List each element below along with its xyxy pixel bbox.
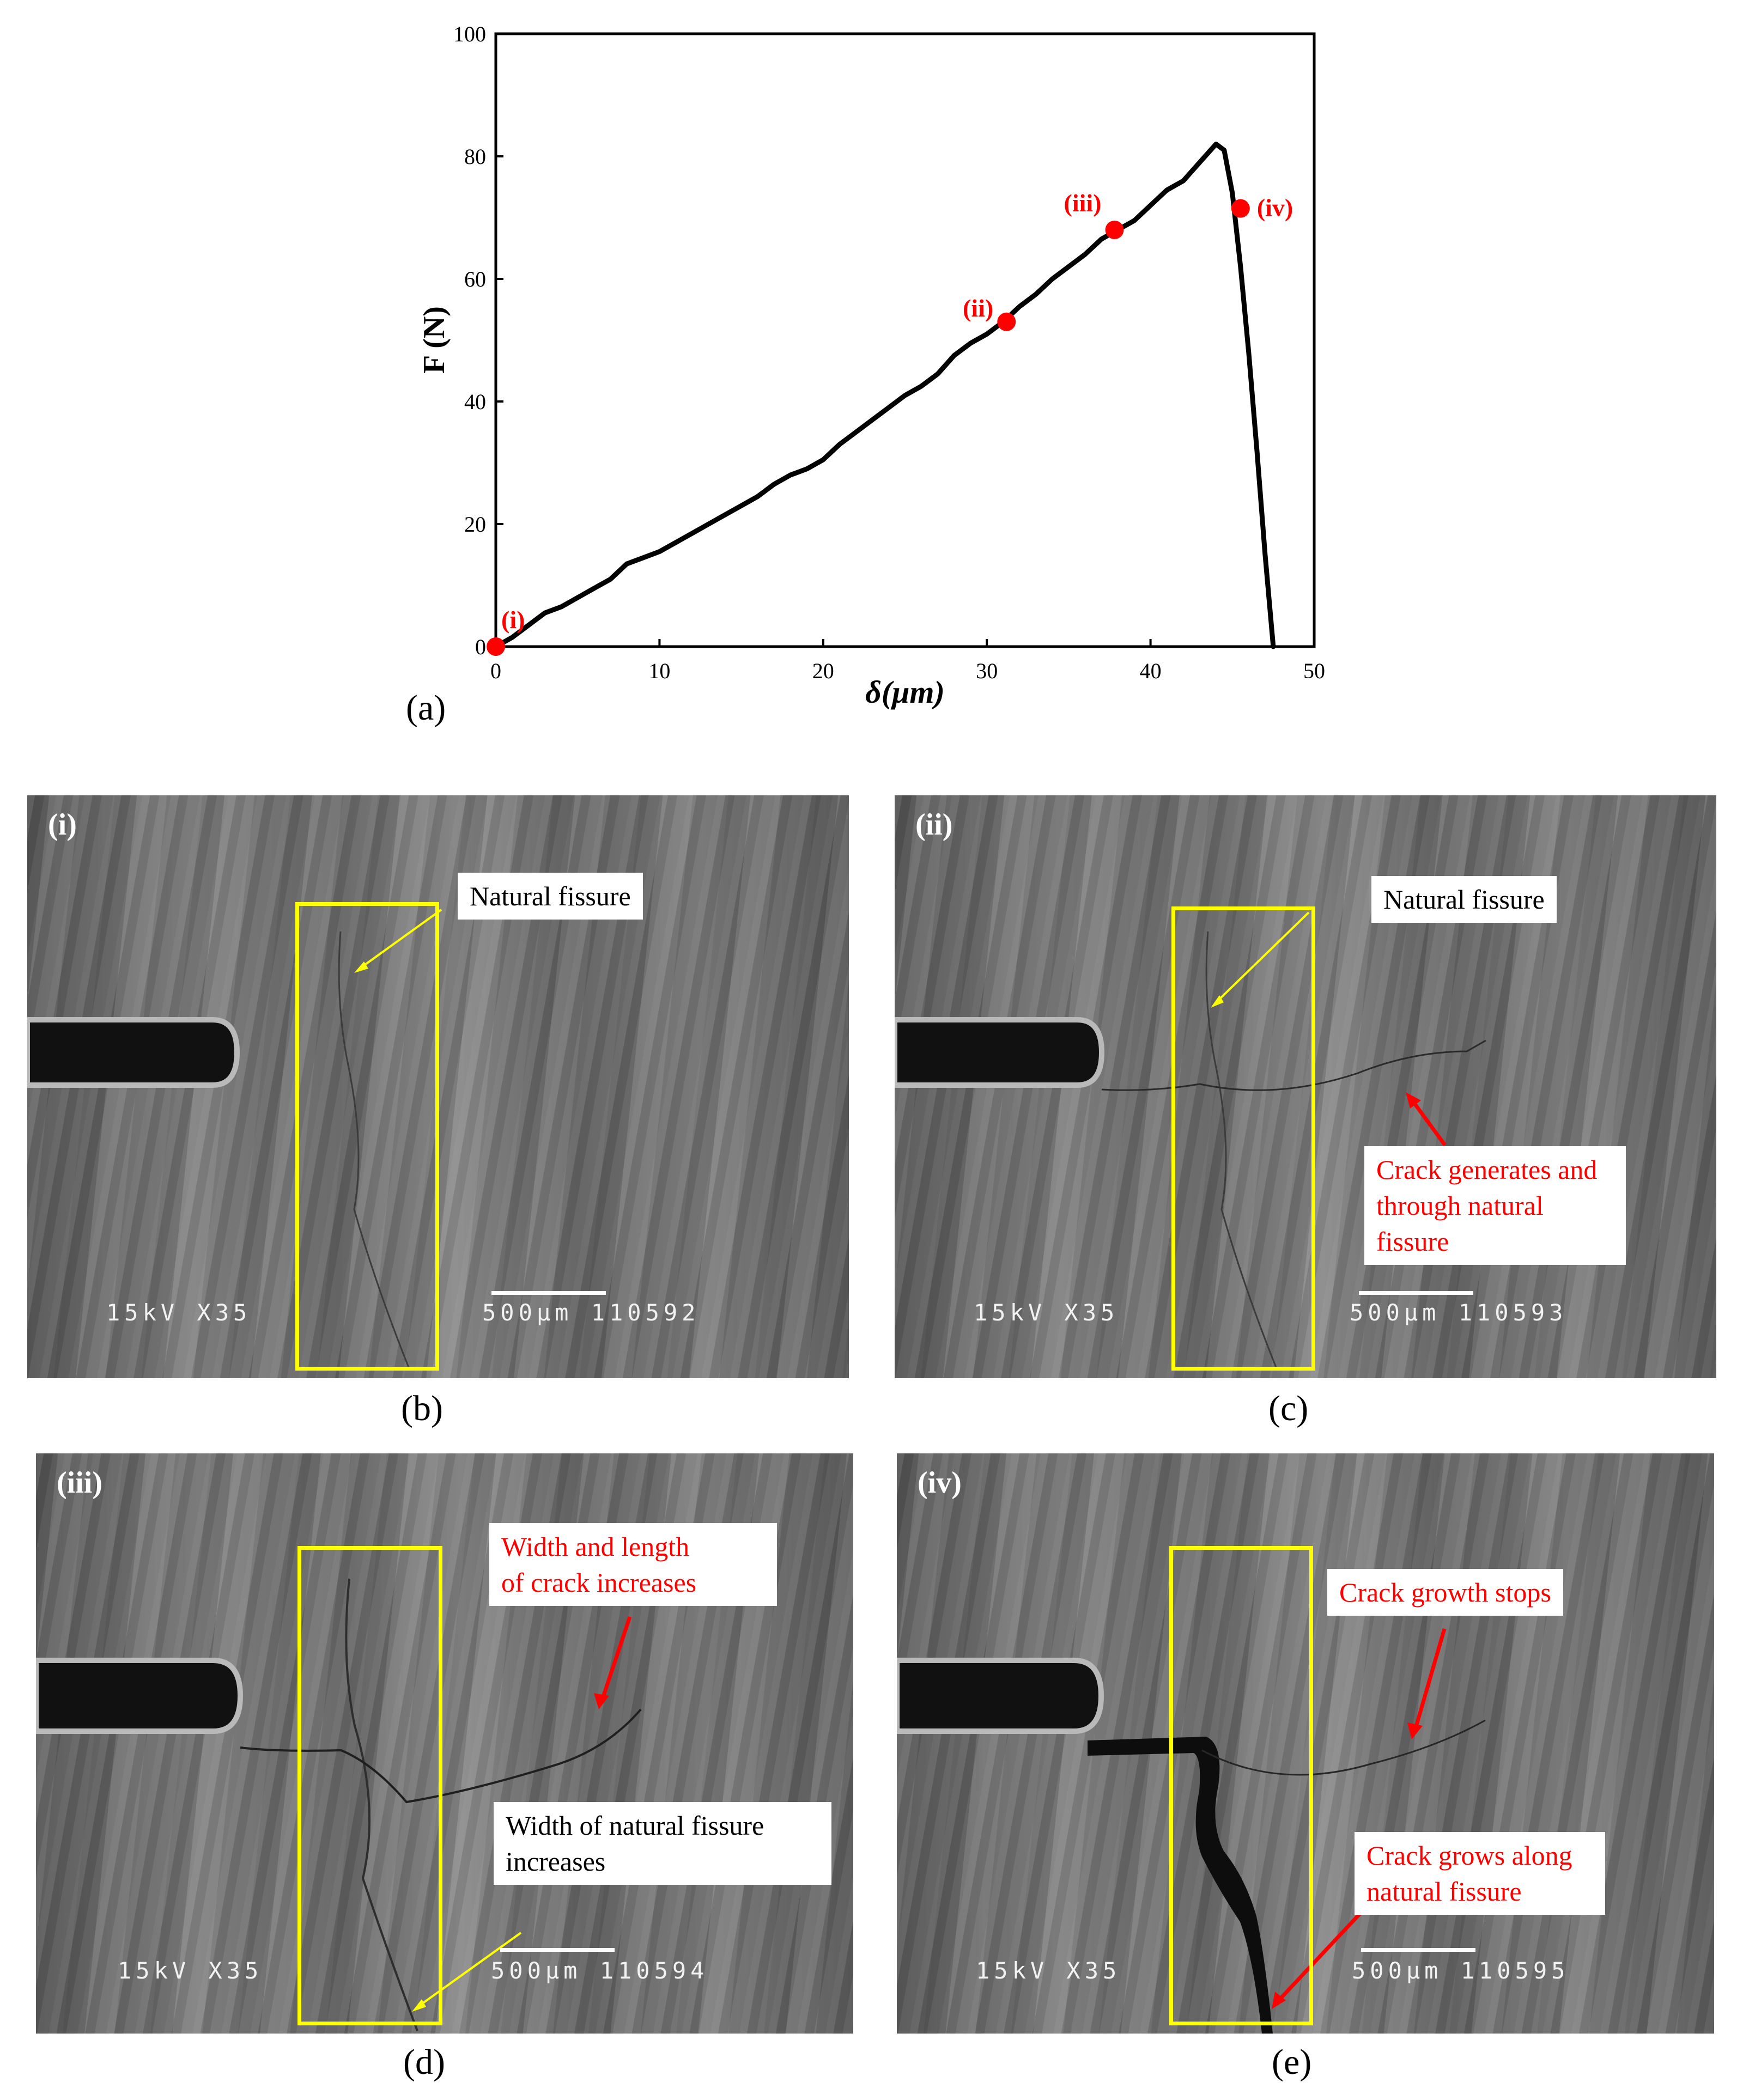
- sem-image-b: (i) Natural fissure 15kV X35 500μm 11059…: [27, 795, 849, 1378]
- y-tick-label: 0: [475, 635, 486, 659]
- sem-image-d: (iii) Width and length of crack increase…: [36, 1453, 853, 2034]
- marker-point: [1105, 221, 1124, 239]
- y-tick-label: 60: [464, 267, 486, 291]
- y-tick-label: 80: [464, 144, 486, 169]
- red-arrowhead: [1406, 1092, 1421, 1109]
- note-crack-grows-along: Crack grows along natural fissure: [1355, 1832, 1605, 1915]
- panel-d-label: (d): [403, 2042, 445, 2082]
- yellow-arrow: [359, 909, 442, 970]
- sem-info-right: 500μm 110595: [1352, 1957, 1570, 1984]
- stage-label: (iii): [57, 1466, 102, 1500]
- x-axis-label: δ(μm): [865, 674, 945, 710]
- red-arrowhead: [1407, 1722, 1423, 1739]
- note-crack-generates: Crack generates and through natural fiss…: [1364, 1146, 1626, 1265]
- natural-fissure-trace: [345, 1578, 418, 2031]
- highlight-box: [297, 1546, 442, 2025]
- red-arrow: [1413, 1628, 1447, 1729]
- natural-fissure-trace: [338, 931, 410, 1368]
- note-natural-fissure: Natural fissure: [458, 873, 643, 920]
- y-tick-label: 20: [464, 512, 486, 537]
- natural-fissure-trace: [1205, 931, 1277, 1368]
- note-width-length-increases: Width and length of crack increases: [489, 1523, 777, 1606]
- note-natural-fissure-width: Width of natural fissure increases: [494, 1802, 831, 1885]
- x-tick-label: 20: [812, 659, 834, 683]
- sem-overlay-c: [895, 911, 1486, 1368]
- plot-frame: [494, 32, 1316, 648]
- sem-image-c: (ii) Natural fissure Crack generates and…: [895, 795, 1716, 1378]
- sem-info-right: 500μm 110593: [1350, 1299, 1568, 1326]
- x-tick-label: 0: [490, 659, 501, 683]
- panel-e-label: (e): [1272, 2042, 1312, 2082]
- panel-b-label: (b): [401, 1389, 443, 1428]
- highlight-box: [1171, 906, 1315, 1371]
- sem-info-left: 15kV X35: [106, 1299, 252, 1326]
- highlight-box: [1169, 1546, 1313, 2025]
- marker-point: [997, 312, 1016, 331]
- scale-bar: [491, 1291, 606, 1295]
- marker-label: (i): [501, 606, 525, 634]
- yellow-arrow: [417, 1932, 522, 2007]
- x-tick-label: 50: [1303, 659, 1325, 683]
- x-tick-label: 30: [976, 659, 998, 683]
- notch: [27, 1017, 240, 1088]
- y-tick-label: 100: [453, 22, 486, 46]
- marker-point: [487, 637, 505, 656]
- sem-info-right: 500μm 110592: [482, 1299, 700, 1326]
- marker-label: (ii): [963, 294, 993, 322]
- red-arrow: [1277, 1912, 1362, 2002]
- stage-label: (ii): [915, 808, 953, 842]
- y-axis-label: F (N): [417, 306, 451, 374]
- red-arrow: [600, 1616, 632, 1700]
- axis-ticks: 0 10 20 30 40 50 0 20 40 60 80 100: [453, 22, 1325, 683]
- scale-bar: [1359, 1291, 1473, 1295]
- marker-layer: (i) (ii) (iii) (iv): [487, 189, 1293, 656]
- sem-info-left: 15kV X35: [118, 1957, 263, 1984]
- yellow-arrow: [1215, 911, 1310, 1003]
- stage-label: (i): [48, 808, 77, 842]
- note-natural-fissure: Natural fissure: [1371, 876, 1557, 923]
- series-line-0: [493, 142, 1276, 649]
- sem-info-left: 15kV X35: [974, 1299, 1119, 1326]
- marker-label: (iv): [1257, 194, 1293, 222]
- wide-crack: [1088, 1737, 1273, 2034]
- x-tick-label: 10: [648, 659, 670, 683]
- hairline-crack: [1201, 1719, 1486, 1776]
- yellow-arrowhead: [412, 1999, 426, 2012]
- y-tick-label: 40: [464, 389, 486, 414]
- marker-label: (iii): [1064, 189, 1102, 217]
- sem-info-left: 15kV X35: [976, 1957, 1121, 1984]
- panel-a-label: (a): [406, 688, 446, 728]
- notch: [895, 1017, 1105, 1088]
- red-arrowhead: [594, 1693, 609, 1709]
- panel-c-label: (c): [1268, 1389, 1309, 1428]
- new-crack-trace: [1101, 1039, 1486, 1091]
- sem-info-right: 500μm 110594: [491, 1957, 709, 1984]
- force-displacement-chart: 0 10 20 30 40 50 0 20 40 60 80 100 (i) (ii) (iii) (iv)…: [417, 22, 1325, 710]
- sem-overlay-d: [36, 1578, 642, 2031]
- sem-texture: [897, 1453, 1714, 2034]
- stage-label: (iv): [918, 1466, 962, 1500]
- sem-image-e: (iv) Crack growth stops Crack grows alon…: [897, 1453, 1714, 2034]
- crack-trace: [240, 1708, 642, 1804]
- sem-overlay-b: [27, 909, 442, 1368]
- note-crack-growth-stops: Crack growth stops: [1327, 1569, 1563, 1616]
- yellow-arrowhead: [354, 961, 368, 973]
- highlight-box: [295, 902, 439, 1371]
- scale-bar: [500, 1948, 615, 1952]
- x-tick-label: 40: [1140, 659, 1162, 683]
- notch: [897, 1658, 1104, 1734]
- sem-overlay-e: [897, 1628, 1486, 2034]
- scale-bar: [1361, 1948, 1475, 1952]
- red-arrow: [1411, 1099, 1447, 1147]
- notch: [36, 1658, 244, 1734]
- marker-point: [1231, 199, 1250, 218]
- yellow-arrowhead: [1211, 995, 1224, 1008]
- curve-layer: [493, 142, 1276, 649]
- red-arrowhead: [1272, 1992, 1286, 2009]
